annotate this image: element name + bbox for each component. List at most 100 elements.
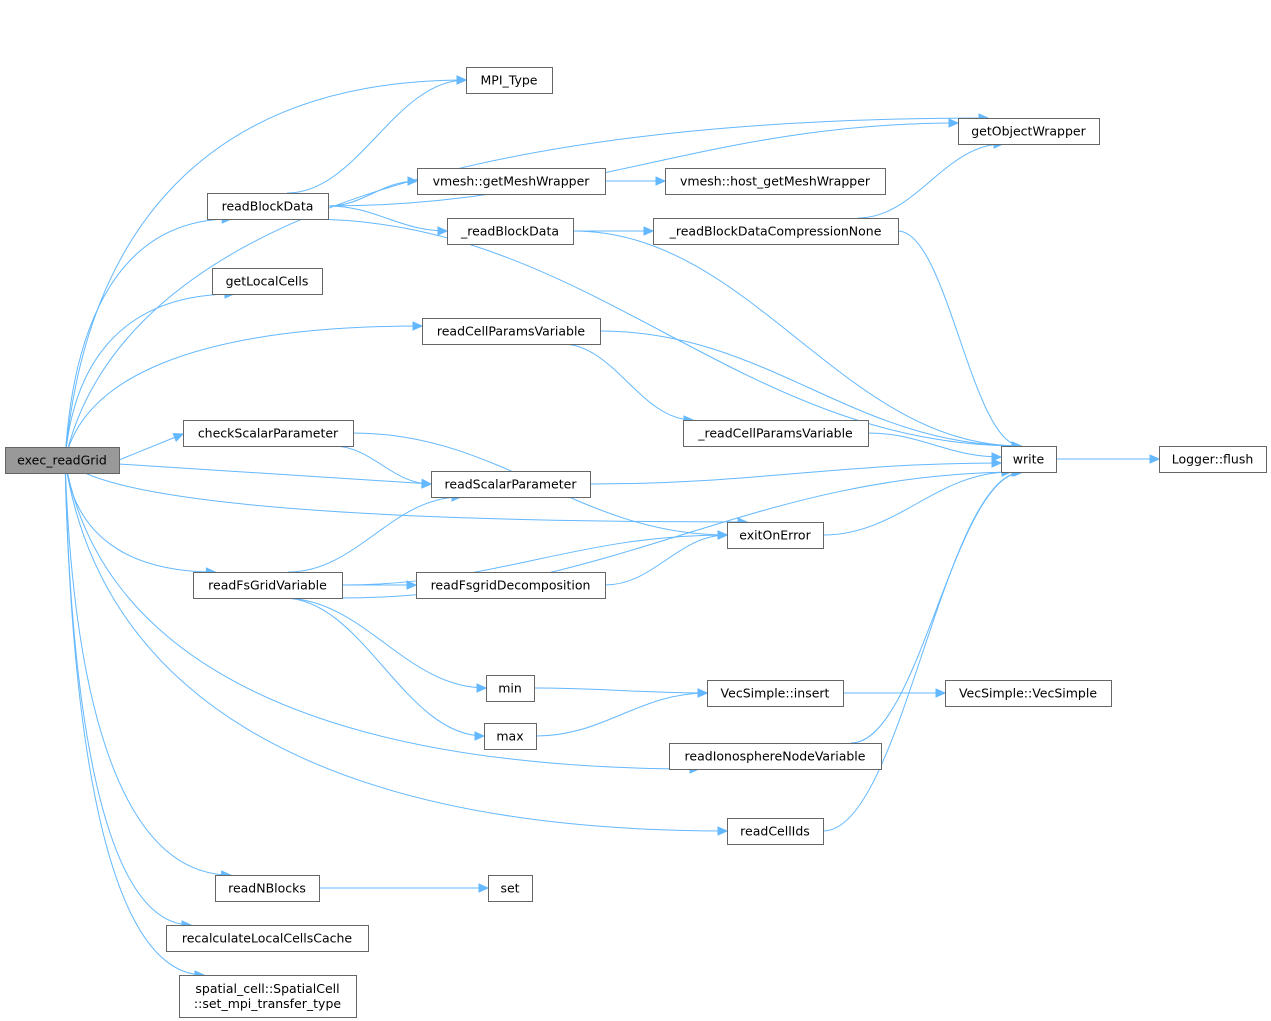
node-max[interactable]: max	[484, 723, 537, 750]
node-box	[1159, 446, 1267, 473]
node-box	[215, 875, 320, 902]
node-get-local-cells[interactable]: getLocalCells	[212, 268, 323, 295]
node-get-object-wrapper[interactable]: getObjectWrapper	[958, 118, 1100, 145]
node-label: ::set_mpi_transfer_type	[194, 996, 341, 1011]
node-box	[653, 218, 899, 245]
edge-exec-read-grid-to-read-cell-params-variable	[64, 325, 423, 461]
node-label: set	[500, 881, 519, 896]
node-label: exitOnError	[739, 528, 811, 543]
node-read-cell-params-variable[interactable]: readCellParamsVariable	[422, 318, 601, 345]
nodes-layer: exec_readGrid MPI_Type getObjectWrapper rea…	[5, 67, 1267, 1018]
node-box	[166, 925, 369, 952]
node-label: write	[1013, 452, 1045, 467]
edge-exec-read-grid-to-check-scalar-parameter	[118, 433, 184, 461]
edge-arrowhead	[991, 458, 1003, 468]
node-box	[945, 680, 1112, 707]
node-read-block-data[interactable]: _readBlockData	[447, 218, 574, 245]
edge-exec-read-grid-to-read-nblocks	[64, 459, 231, 876]
node-vec-simple-vec-simple[interactable]: VecSimple::VecSimple	[945, 680, 1112, 707]
node-box	[484, 723, 537, 750]
node-box	[466, 67, 553, 94]
node-label: readScalarParameter	[445, 477, 578, 492]
node-vec-simple-insert[interactable]: VecSimple::insert	[707, 680, 844, 707]
edge-exec-read-grid-to-get-local-cells	[64, 293, 235, 461]
edge-exit-on-error-to-write	[822, 471, 1012, 536]
edge-min-to-vec-simple-insert	[533, 687, 708, 694]
node-box	[431, 471, 591, 498]
edge-arrowhead	[407, 176, 419, 186]
edge-arrowhead	[478, 883, 490, 893]
edge-arrowhead	[991, 452, 1003, 462]
node-box	[183, 420, 354, 447]
edge-read-cell-params-variable-to-write	[599, 330, 1022, 447]
node-exec-read-grid[interactable]: exec_readGrid	[5, 447, 120, 474]
edge-arrowhead	[717, 530, 729, 540]
node-read-fs-grid-variable[interactable]: readFsGridVariable	[193, 572, 343, 599]
node-set[interactable]: set	[488, 875, 533, 902]
edge-read-block-data-compression-none-to-get-object-wrapper	[857, 143, 1004, 219]
node-label: spatial_cell::SpatialCell	[195, 981, 339, 996]
node-check-scalar-parameter[interactable]: checkScalarParameter	[183, 420, 354, 447]
node-box	[669, 743, 882, 770]
node-read-ionosphere-node-variable[interactable]: readIonosphereNodeVariable	[669, 743, 882, 770]
edge-exec-read-grid-to-read-scalar-parameter	[118, 463, 432, 485]
node-label: readFsgridDecomposition	[431, 578, 591, 593]
edge-read-fsgrid-decomposition-to-exit-on-error	[604, 534, 728, 586]
edge-exec-read-grid-to-read-ionosphere-node-variable	[64, 459, 700, 770]
node-box	[683, 420, 869, 447]
edge-read-fs-grid-variable-to-exit-on-error	[341, 534, 728, 586]
node-mpi-type[interactable]: MPI_Type	[466, 67, 553, 94]
node-vmesh-host-get-mesh-wrapper[interactable]: vmesh::host_getMeshWrapper	[665, 168, 886, 195]
node-label: vmesh::host_getMeshWrapper	[680, 174, 871, 189]
node-box	[958, 118, 1100, 145]
node-box	[179, 975, 357, 1018]
edge-read-block-data-to-write	[572, 230, 1022, 447]
node-read-block-data-compression-none[interactable]: _readBlockDataCompressionNone	[653, 218, 899, 245]
edge-read-block-data-to-get-object-wrapper	[327, 122, 959, 207]
node-read-cell-ids[interactable]: readCellIds	[727, 818, 824, 845]
node-read-scalar-parameter[interactable]: readScalarParameter	[431, 471, 591, 498]
node-logger-flush[interactable]: Logger::flush	[1159, 446, 1267, 473]
edge-read-cell-ids-to-write	[822, 471, 1024, 832]
node-box	[422, 318, 601, 345]
node-box	[486, 675, 535, 702]
node-read-block-data[interactable]: readBlockData	[207, 193, 329, 220]
edge-arrowhead	[406, 580, 418, 590]
edge-read-scalar-parameter-to-write	[589, 462, 1002, 485]
node-write[interactable]: write	[1001, 446, 1057, 473]
node-recalculate-local-cells-cache[interactable]: recalculateLocalCellsCache	[166, 925, 369, 952]
node-label: _readBlockDataCompressionNone	[669, 224, 882, 239]
node-box	[665, 168, 886, 195]
node-spatial-cell-set-mpi-transfer-type[interactable]: spatial_cell::SpatialCell::set_mpi_trans…	[179, 975, 357, 1018]
node-vmesh-get-mesh-wrapper[interactable]: vmesh::getMeshWrapper	[417, 168, 606, 195]
edge-arrowhead	[412, 321, 424, 331]
node-min[interactable]: min	[486, 675, 535, 702]
edge-max-to-vec-simple-insert	[535, 692, 708, 737]
edge-read-block-data-to-mpi-type	[286, 79, 467, 194]
edge-exec-read-grid-to-exit-on-error	[64, 459, 748, 523]
node-label: readFsGridVariable	[208, 578, 327, 593]
node-label: getLocalCells	[226, 274, 309, 289]
node-box	[416, 572, 606, 599]
edge-read-fs-grid-variable-to-min	[282, 597, 487, 689]
edge-read-fs-grid-variable-to-max	[282, 597, 485, 737]
edge-arrowhead	[476, 683, 488, 693]
node-box	[1001, 446, 1057, 473]
node-box	[727, 522, 824, 549]
node-read-cell-params-variable[interactable]: _readCellParamsVariable	[683, 420, 869, 447]
node-label: max	[496, 729, 523, 744]
node-read-nblocks[interactable]: readNBlocks	[215, 875, 320, 902]
edge-check-scalar-parameter-to-read-scalar-parameter	[332, 445, 432, 485]
edge-read-block-data-to-write	[306, 218, 1022, 447]
node-label: readBlockData	[222, 199, 314, 214]
edge-read-cell-params-variable-to-write	[867, 432, 1002, 458]
edge-arrowhead	[697, 688, 709, 698]
node-exit-on-error[interactable]: exitOnError	[727, 522, 824, 549]
edge-read-fs-grid-variable-to-read-scalar-parameter	[287, 496, 462, 573]
edge-exec-read-grid-to-spatial-cell-set-mpi-transfer-type	[64, 459, 205, 976]
node-box	[727, 818, 824, 845]
edge-read-cell-params-variable-to-read-cell-params-variable	[561, 343, 694, 421]
node-box	[207, 193, 329, 220]
node-label: readCellIds	[740, 824, 810, 839]
node-read-fsgrid-decomposition[interactable]: readFsgridDecomposition	[416, 572, 606, 599]
